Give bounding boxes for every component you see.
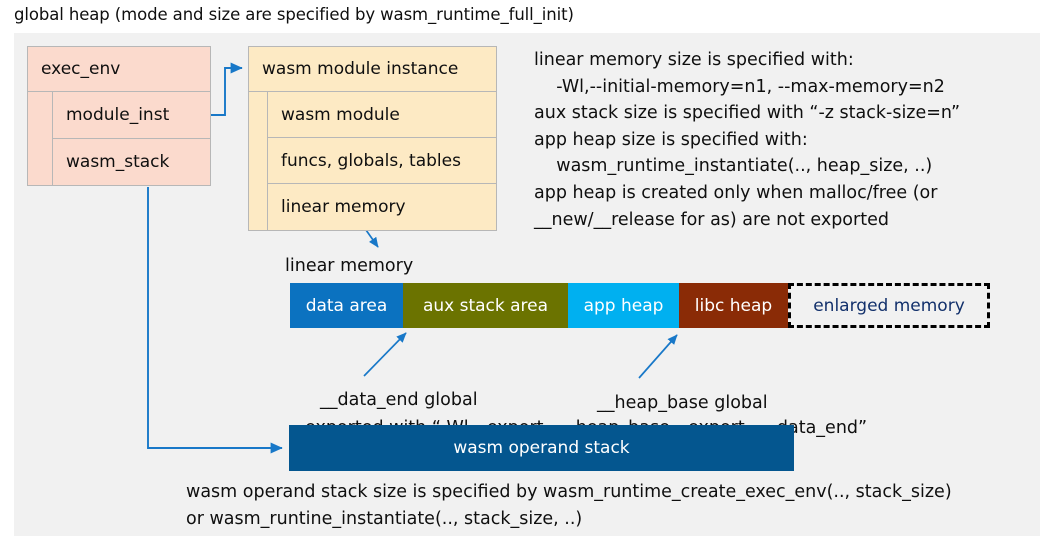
linear-memory-notes: linear memory size is specified with: -W…	[534, 50, 961, 230]
linear-memory-bar-label: linear memory	[285, 256, 414, 276]
connector-data-end	[363, 332, 407, 377]
page-title: global heap (mode and size are specified…	[14, 5, 574, 24]
module-instance-row-funcs-globals-tables: funcs, globals, tables	[268, 138, 496, 184]
wasm-operand-stack-bar: wasm operand stack	[289, 425, 794, 471]
exec-env-row-wasm-stack: wasm_stack	[66, 151, 170, 172]
module-instance-body: wasm module funcs, globals, tables linea…	[249, 92, 496, 230]
module-instance-row-wasm-module: wasm module	[268, 92, 496, 138]
module-instance-rows: wasm module funcs, globals, tables linea…	[268, 92, 496, 230]
module-instance-row-linear-memory: linear memory	[281, 197, 406, 217]
exec-env-row-module-inst: module_inst	[53, 92, 210, 139]
memory-segment-app-heap: app heap	[568, 283, 679, 328]
connector-heap-base	[638, 334, 678, 379]
operand-stack-notes: wasm operand stack size is specified by …	[186, 482, 952, 529]
exec-env-rows: module_inst wasm_stack	[53, 92, 210, 185]
exec-env-gutter	[28, 92, 53, 185]
annotation-data-end: __data_end global	[320, 390, 478, 410]
annotation-heap-base: __heap_base global	[597, 393, 768, 413]
module-instance-header: wasm module instance	[249, 47, 496, 92]
exec-env-box: exec_env module_inst wasm_stack	[27, 46, 211, 186]
memory-segment-aux-stack-area: aux stack area	[403, 283, 568, 328]
exec-env-header: exec_env	[28, 47, 210, 92]
module-instance-gutter	[249, 92, 268, 230]
diagram-panel: exec_env module_inst wasm_stack wasm mod…	[14, 33, 1040, 536]
wasm-module-instance-box: wasm module instance wasm module funcs, …	[248, 46, 497, 231]
exec-env-body: module_inst wasm_stack	[28, 92, 210, 185]
memory-segment-enlarged-memory: enlarged memory	[788, 283, 990, 328]
memory-segment-data-area: data area	[290, 283, 403, 328]
linear-memory-bar: data area aux stack area app heap libc h…	[290, 283, 990, 328]
memory-segment-libc-heap: libc heap	[679, 283, 788, 328]
